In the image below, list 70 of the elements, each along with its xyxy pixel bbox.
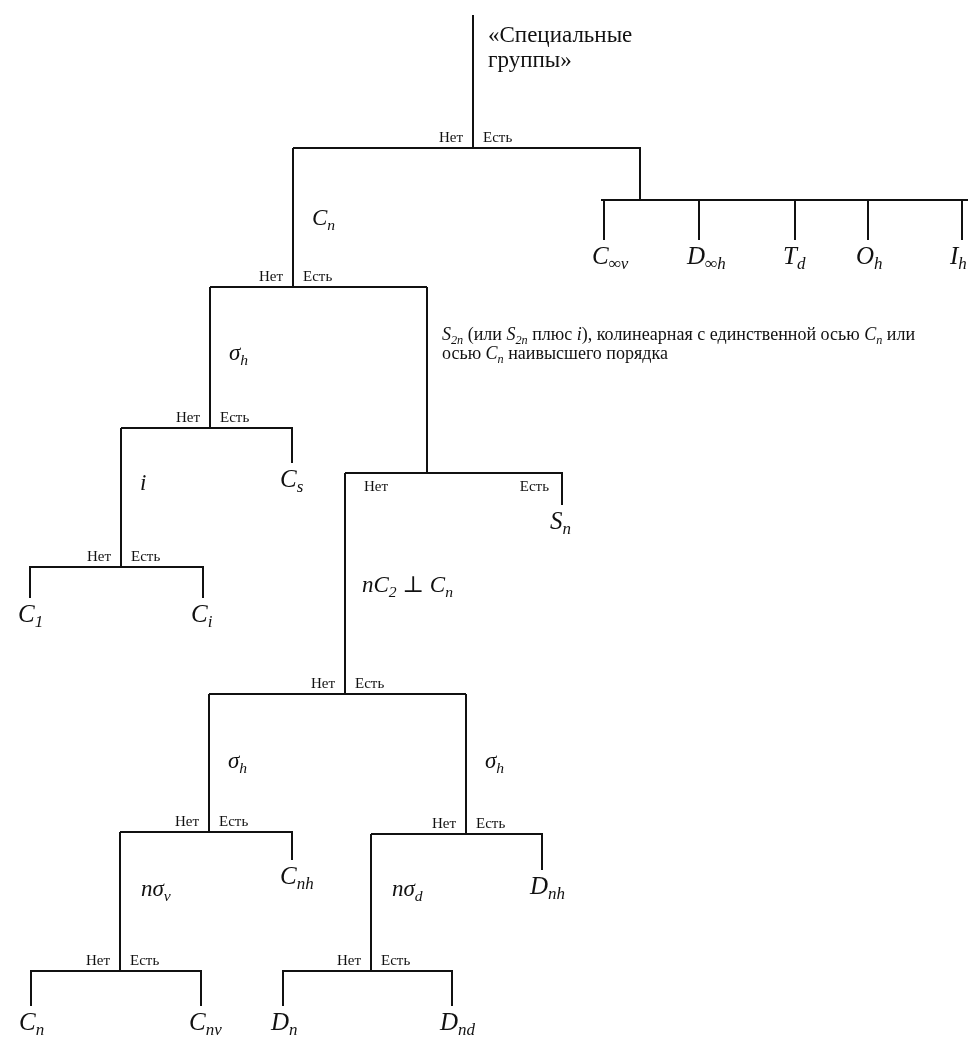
edge-label: Есть <box>518 479 550 494</box>
branch-line <box>344 472 428 474</box>
edge-label: Есть <box>130 549 162 564</box>
edge-label: Нет <box>84 953 111 968</box>
edge-label: Нет <box>257 269 284 284</box>
edge-label: Нет <box>309 676 336 691</box>
point-group-label: D$_{∞h}$ <box>687 242 726 270</box>
branch-line <box>119 970 202 1007</box>
edge-label: Нет <box>363 479 390 494</box>
point-group-label: C$_{1}$ <box>18 600 44 628</box>
branch-line <box>465 833 543 871</box>
point-group-label: C$_{s}$ <box>280 465 304 493</box>
condition-label: S$_{2n}$ (или S$_{2n}$ плюс i), колинеарная с единственной осью C$_{n}$ или осью C$_{n}$ наивысшего порядка <box>442 325 917 363</box>
edge-label: Нет <box>174 410 201 425</box>
branch-line <box>370 833 467 835</box>
branch-line <box>426 472 563 506</box>
point-group-label: C$_{nv}$ <box>189 1008 222 1036</box>
edge-label: Есть <box>129 953 161 968</box>
branch-line <box>208 693 346 695</box>
condition-label: «Специальные группы» <box>488 22 634 73</box>
edge-label: Есть <box>475 816 507 831</box>
branch-line <box>292 286 428 288</box>
branch-line <box>867 199 869 241</box>
edge-label: Есть <box>218 814 250 829</box>
point-group-label: C$_{nh}$ <box>280 862 314 890</box>
edge-label: Нет <box>335 953 362 968</box>
condition-label: nσ$_{v}$ <box>141 876 171 902</box>
point-group-label: O$_{h}$ <box>856 242 883 270</box>
branch-line <box>794 199 796 241</box>
branch-line <box>29 566 122 599</box>
branch-line <box>208 831 293 861</box>
edge-label: Нет <box>173 814 200 829</box>
branch-line <box>120 566 204 599</box>
condition-label: C$_{n}$ <box>312 205 336 231</box>
edge-label: Есть <box>354 676 386 691</box>
branch-line <box>209 286 294 288</box>
point-group-label: C$_{i}$ <box>191 600 213 628</box>
edge-label: Нет <box>85 549 112 564</box>
branch-line <box>698 199 700 241</box>
branch-line <box>292 147 474 149</box>
condition-label: σ$_{h}$ <box>228 748 248 774</box>
condition-label: nC$_{2}$ ⊥ C$_{n}$ <box>362 572 453 598</box>
condition-label: nσ$_{d}$ <box>392 876 423 902</box>
branch-line <box>120 427 211 429</box>
edge-label: Есть <box>302 269 334 284</box>
branch-line <box>961 199 963 241</box>
edge-label: Есть <box>219 410 251 425</box>
condition-label: i <box>140 470 147 496</box>
branch-line <box>119 831 210 833</box>
branch-line <box>30 970 121 1007</box>
branch-line <box>472 147 641 200</box>
edge-label: Нет <box>430 816 457 831</box>
point-group-label: C$_{∞v}$ <box>592 242 629 270</box>
edge-label: Нет <box>437 130 464 145</box>
point-group-label: D$_{n}$ <box>271 1008 298 1036</box>
branch-line <box>209 427 293 464</box>
condition-label: σ$_{h}$ <box>229 340 249 366</box>
condition-label: σ$_{h}$ <box>485 748 505 774</box>
point-group-label: D$_{nd}$ <box>440 1008 476 1036</box>
branch-line <box>370 970 453 1007</box>
point-group-label: I$_{h}$ <box>950 242 967 270</box>
edge-label: Есть <box>380 953 412 968</box>
branch-line <box>603 199 605 241</box>
point-group-label: D$_{nh}$ <box>530 872 566 900</box>
point-group-label: S$_{n}$ <box>550 507 571 535</box>
branch-line <box>344 693 467 695</box>
point-group-label: C$_{n}$ <box>19 1008 45 1036</box>
point-group-label: T$_{d}$ <box>783 242 806 270</box>
branch-line <box>282 970 372 1007</box>
edge-label: Есть <box>482 130 514 145</box>
